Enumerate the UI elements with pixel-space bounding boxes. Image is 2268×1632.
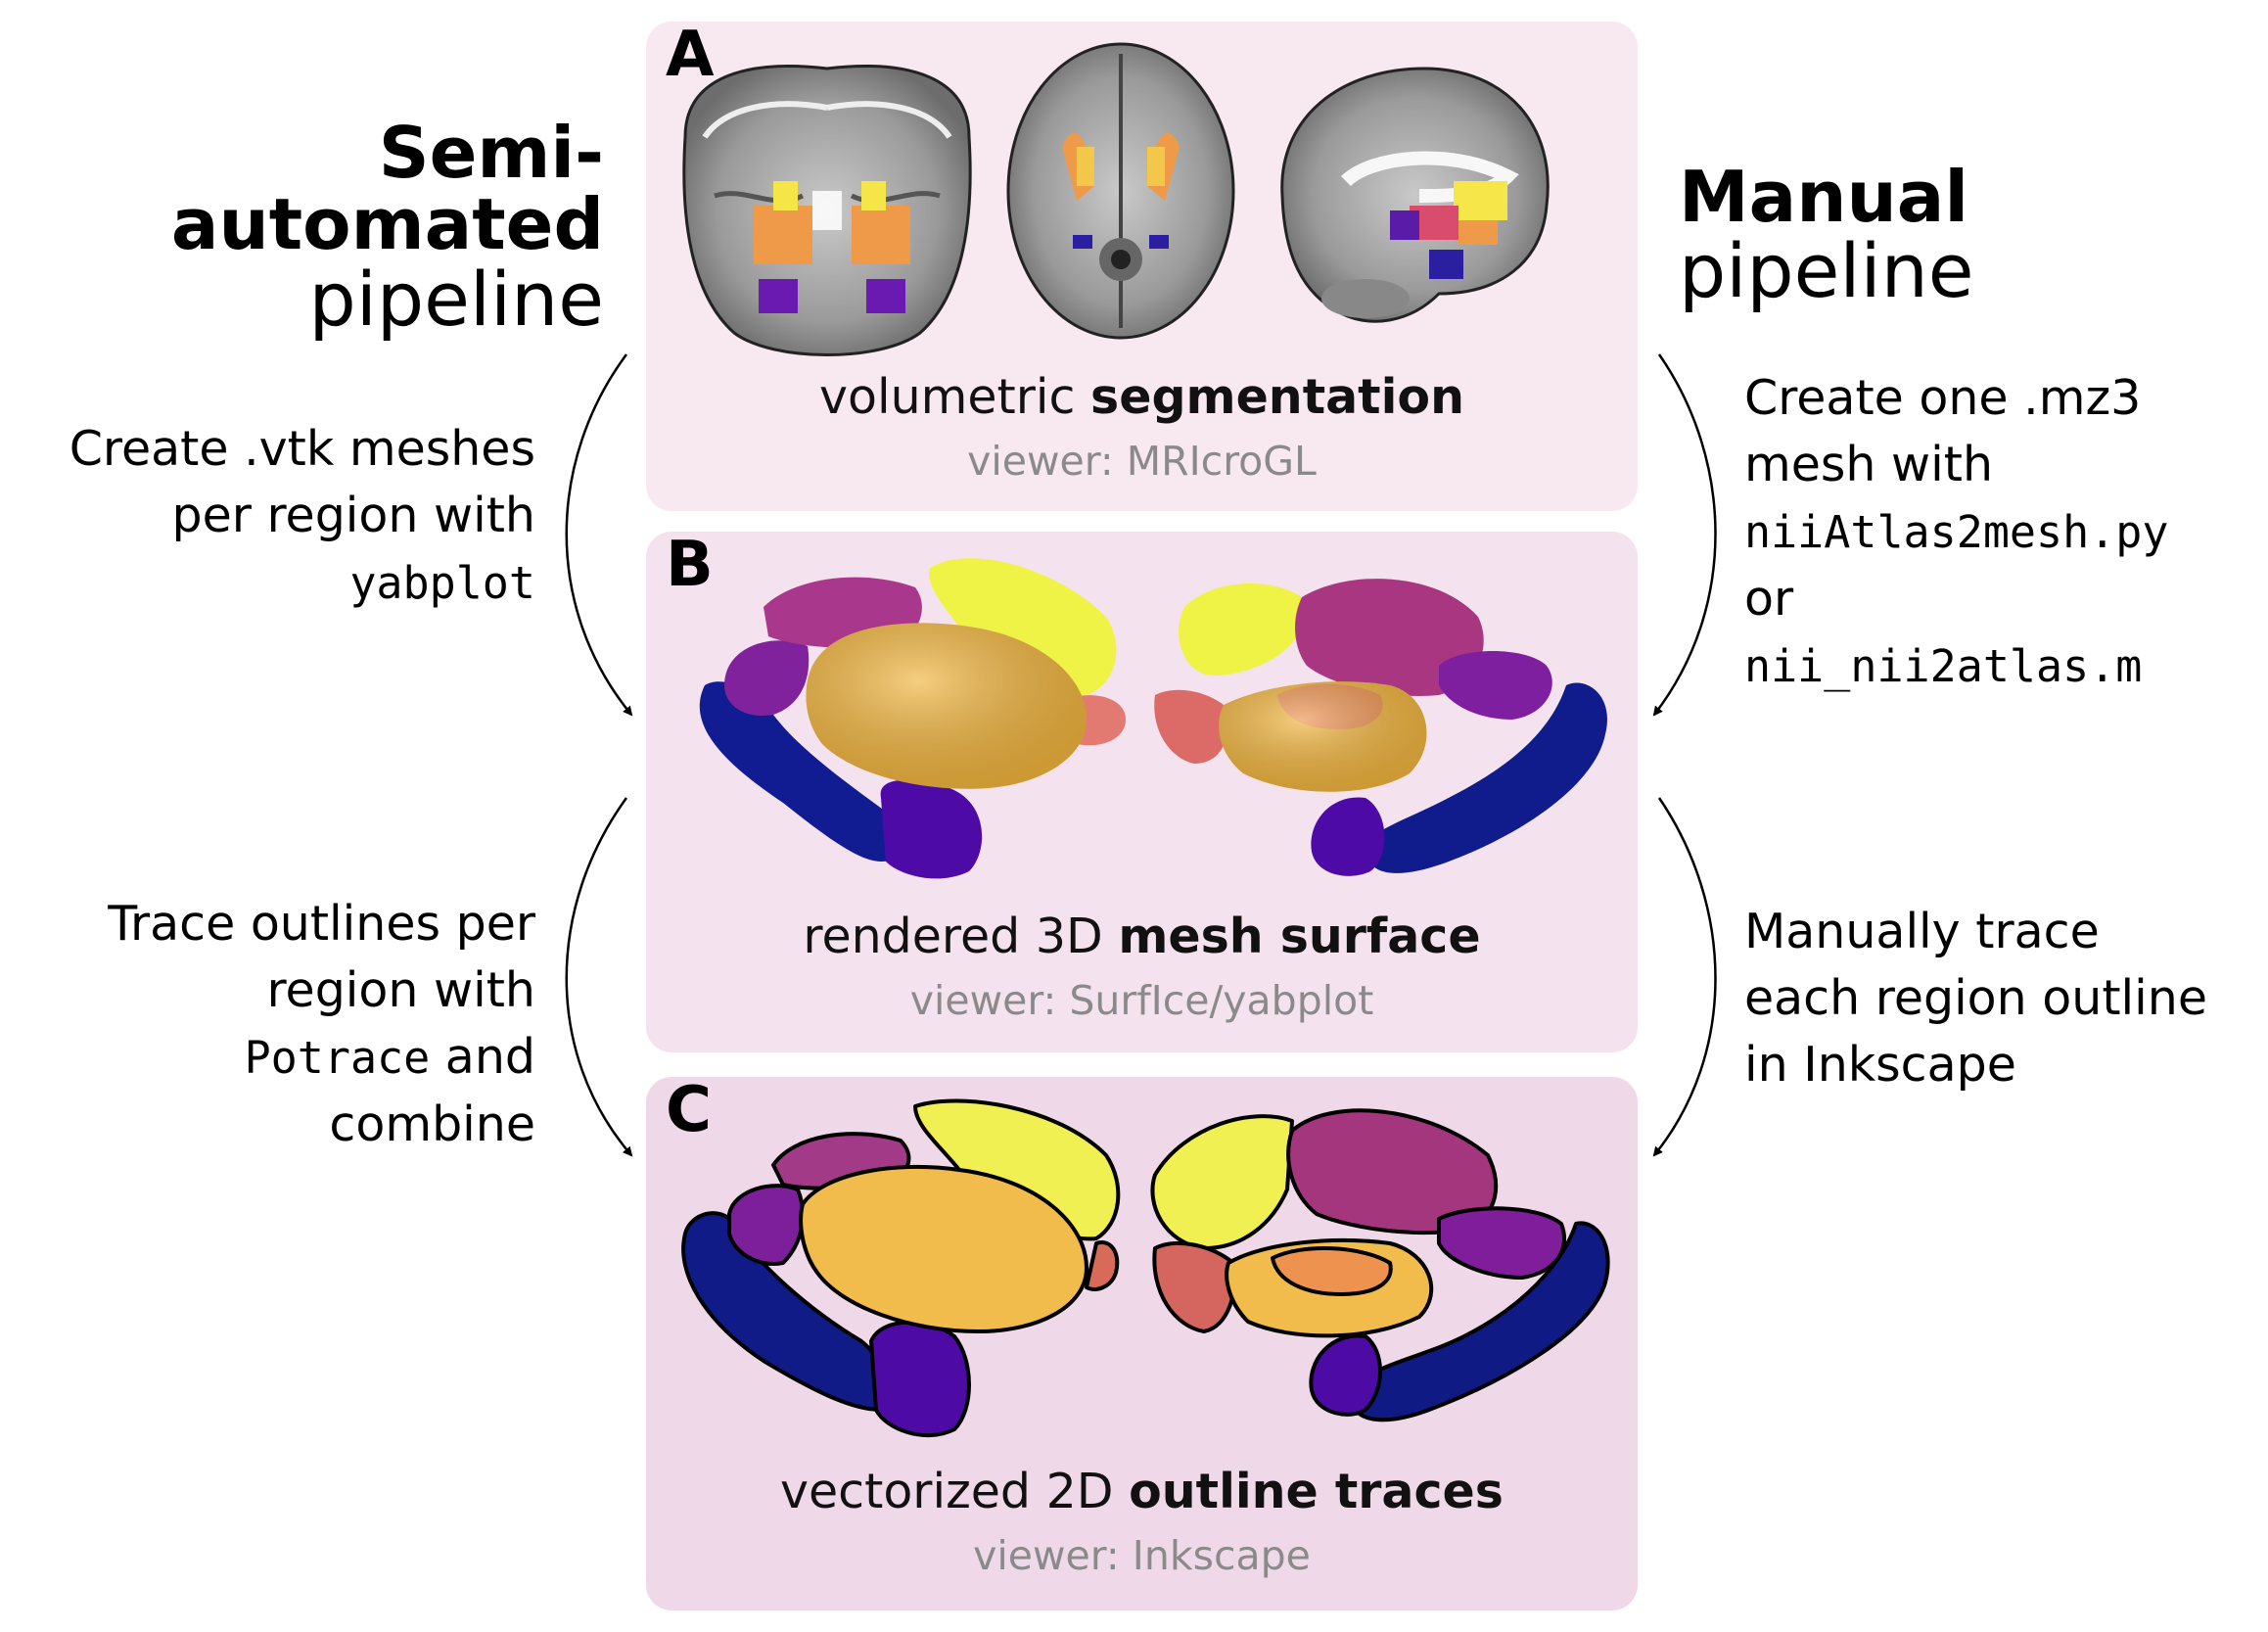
title-pipeline-right: pipeline	[1679, 227, 1974, 315]
panel-c-viewer: viewer: Inkscape	[973, 1532, 1311, 1579]
panel-a-viewer: viewer: MRIcroGL	[967, 438, 1317, 485]
title-manual: Manual	[1679, 156, 1969, 238]
mri-sagittal-slice	[1280, 67, 1550, 323]
right-step-1: Create one .mz3 mesh with niiAtlas2mesh.…	[1744, 370, 2169, 692]
semi-automated-pipeline-title: Semi- automated pipeline	[171, 117, 604, 337]
panel-letter-a: A	[666, 19, 715, 91]
manual-pipeline-title: Manual pipeline	[1679, 156, 1974, 315]
left-step-1: Create .vtk meshes per region with yabpl…	[69, 421, 535, 609]
panel-a-caption: volumetric segmentation	[819, 369, 1464, 425]
left-step-2: Trace outlines per region with Potrace a…	[108, 896, 535, 1152]
right-step-2: Manually trace each region outline in In…	[1744, 904, 2207, 1093]
arrow-right-b-to-c	[1652, 797, 1717, 1157]
title-semi: Semi-	[378, 112, 604, 194]
title-automated: automated	[170, 183, 604, 266]
outline-right-hemisphere	[1150, 1108, 1610, 1422]
panel-b-caption: rendered 3D mesh surface	[803, 909, 1481, 964]
mri-coronal-slice	[682, 65, 972, 356]
arrow-right-a-to-b	[1652, 353, 1717, 717]
outline-left-hemisphere	[681, 1098, 1121, 1438]
mri-axial-slice	[1006, 42, 1235, 340]
panel-letter-c: C	[666, 1074, 712, 1146]
mesh-right-hemisphere	[1154, 579, 1607, 876]
panel-letter-b: B	[666, 529, 714, 601]
arrow-left-a-to-b	[565, 353, 633, 717]
panel-b-viewer: viewer: SurfIce/yabplot	[909, 977, 1374, 1024]
title-pipeline-left: pipeline	[308, 255, 604, 343]
panel-c-caption: vectorized 2D outline traces	[780, 1464, 1504, 1519]
mesh-left-hemisphere	[699, 558, 1126, 879]
arrow-left-b-to-c	[565, 797, 633, 1157]
